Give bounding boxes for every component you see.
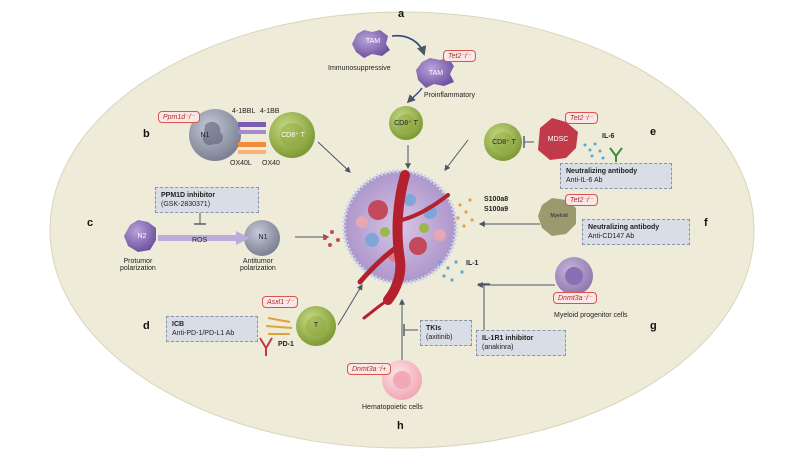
anti-il6-drug: Anti-IL-6 Ab [566,177,603,184]
n1-label-b: N1 [200,132,210,139]
icb-title: ICB [172,321,185,328]
il1r1-inhibitor-title: IL-1R1 inhibitor [482,335,534,342]
gene-asxl1: Asxl1⁻/⁻ [262,296,299,308]
myeloid-cell-label: Myeloid [550,213,568,219]
panel-d-graphics [259,306,336,356]
anti-il6-box: Neutralizing antibody Anti-IL-6 Ab [560,163,672,189]
gene-tet2-e: Tet2⁻/⁻ [565,112,598,124]
anti-cd147-title: Neutralizing antibody [588,224,660,231]
anti-cd147-box: Neutralizing antibody Anti-CD147 Ab [582,219,690,245]
ligand-41bbl: 4-1BBL [232,108,256,115]
icb-drug: Anti-PD-1/PD-L1 Ab [172,330,235,337]
tam-label-2: TAM [428,70,444,77]
n1-label-c: N1 [258,234,268,241]
anti-cd147-drug: Anti-CD147 Ab [588,233,635,240]
panel-letter-f: f [704,217,708,229]
panel-letter-b: b [143,128,150,140]
cd8-label-b: CD8⁺ T [281,132,305,139]
s100a8-label: S100a8 [484,196,509,203]
ros-label: ROS [192,237,208,244]
ligand-ox40l: OX40L [230,160,252,167]
panel-letter-a: a [398,8,405,20]
panel-h-graphics [382,324,422,400]
panel-letter-e: e [650,126,657,138]
il1r1-inhibitor-drug: (anakinra) [482,344,514,351]
gene-tet2-a: Tet2⁻/⁻ [443,50,476,62]
cd8-label-e: CD8⁺ T [492,139,516,146]
ppm1d-inhibitor-box: PPM1D inhibitor (GSK-2830371) [155,187,259,213]
mdsc-label: MDSC [547,136,569,143]
arrow-b [317,141,351,173]
tki-title: TKIs [426,325,442,332]
ppm1d-inhibitor-title: PPM1D inhibitor [161,192,216,199]
immunosuppressive-label: Immunosuppressive [328,65,391,72]
il1r1-inhibitor-box: IL-1R1 inhibitor (anakinra) [476,330,566,356]
gene-ppm1d: Ppm1d⁻/⁻ [158,111,200,123]
protumor-label: Protumor polarization [120,258,156,272]
receptor-ox40: OX40 [262,160,280,167]
gene-dnmt3a-h: Dnmt3a⁻/+ [347,363,392,375]
gene-dnmt3a-g: Dnmt3a⁻/⁻ [553,292,597,304]
panel-letter-d: d [143,320,150,332]
proinflammatory-label: Proinflammatory [424,92,475,99]
il1-label: IL-1 [466,260,479,267]
s100a9-label: S100a9 [484,206,509,213]
tki-drug: (axitinib) [426,334,453,341]
panel-c-graphics [124,213,340,256]
panel-e-graphics [484,118,623,162]
myeloid-progenitor-label: Myeloid progenitor cells [554,312,628,319]
panel-f-graphics [456,198,576,236]
panel-letter-h: h [397,420,404,432]
antitumor-label: Antitumor polarization [240,258,276,272]
ppm1d-inhibitor-drug: (GSK-2830371) [161,201,211,208]
pd1-label: PD-1 [278,341,294,348]
receptor-41bb: 4-1BB [260,108,280,115]
n2-label: N2 [137,233,147,240]
cd8-label-a: CD8⁺ T [394,120,418,127]
tki-box: TKIs (axitinib) [420,320,472,346]
panel-letter-c: c [87,217,94,229]
panel-letter-g: g [650,320,657,332]
t-cell-label-d: T [313,322,319,329]
tumor-mass [342,169,458,320]
panel-b-graphics [189,109,315,161]
panel-a-graphics [352,30,454,140]
panel-g-graphics [438,257,593,330]
hematopoietic-label: Hematopoietic cells [362,404,423,411]
gene-tet2-f: Tet2⁻/⁻ [565,194,598,206]
anti-il6-title: Neutralizing antibody [566,168,638,175]
il6-label: IL-6 [602,133,615,140]
arrow-e [444,139,469,171]
tam-label-1: TAM [365,38,381,45]
arrow-d [337,283,363,326]
icb-box: ICB Anti-PD-1/PD-L1 Ab [166,316,258,342]
